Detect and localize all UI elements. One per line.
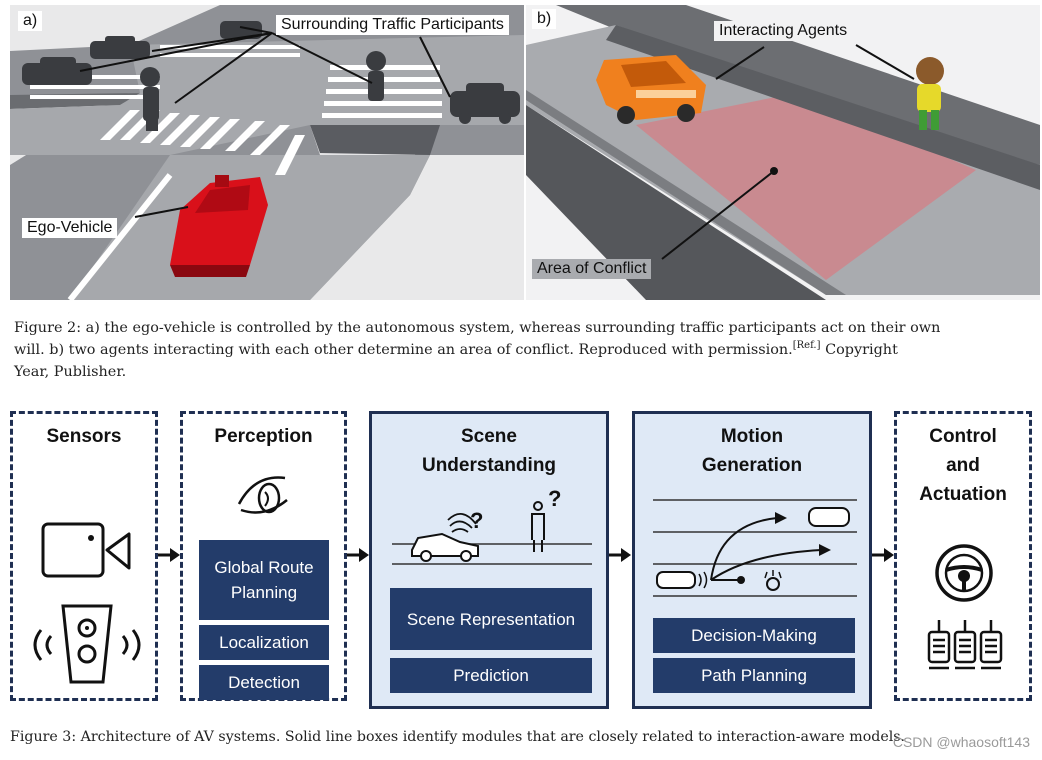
- callout-surrounding-traffic: Surrounding Traffic Participants: [276, 15, 509, 35]
- box-title: and: [946, 455, 980, 476]
- callout-lines: [661, 44, 915, 260]
- question-mark: ?: [470, 508, 484, 533]
- pedestrian-agent: [916, 57, 944, 130]
- path-planning-module: Path Planning: [653, 658, 855, 693]
- flow-arrow: [872, 548, 894, 562]
- decision-making-module: Decision-Making: [653, 618, 855, 653]
- box-title: Perception: [214, 426, 313, 447]
- box-title: Sensors: [46, 426, 122, 447]
- conflict-scene: [526, 5, 1040, 300]
- question-mark: ?: [548, 486, 562, 511]
- intersection-scene: [10, 5, 524, 300]
- localization-module: Localization: [199, 625, 329, 660]
- pedals-icon: [927, 620, 1003, 670]
- box-title: Motion: [720, 426, 784, 447]
- callout-ego-vehicle: Ego-Vehicle: [22, 218, 118, 238]
- ego-vehicle: [170, 175, 268, 277]
- sensors-box: Sensors: [10, 411, 158, 701]
- box-title: Actuation: [919, 484, 1007, 505]
- radar-icon: [33, 604, 141, 684]
- callout-lines: [79, 26, 451, 218]
- steering-wheel-icon: [935, 544, 993, 602]
- control-actuation-box: Control and Actuation: [894, 411, 1032, 701]
- flow-arrow: [158, 548, 180, 562]
- figure3-caption: Figure 3: Architecture of AV systems. So…: [10, 729, 906, 745]
- pedestrians: [140, 51, 386, 131]
- motion-illustration: [653, 499, 857, 597]
- flow-arrow: [347, 548, 369, 562]
- camera-icon: [41, 522, 131, 578]
- prediction-module: Prediction: [390, 658, 592, 693]
- box-title: Generation: [701, 455, 803, 476]
- caption-line: will. b) two agents interacting with eac…: [14, 339, 1036, 361]
- figure2-caption: Figure 2: a) the ego-vehicle is controll…: [14, 317, 1036, 383]
- box-title: Scene: [461, 426, 517, 447]
- caption-line: Figure 2: a) the ego-vehicle is controll…: [14, 320, 941, 336]
- callout-area-of-conflict: Area of Conflict: [532, 259, 652, 279]
- scene-illustration: [392, 501, 592, 565]
- box-title: Control: [929, 426, 997, 447]
- figure2-panel-b: b) Interacting Agents Area of Conflict: [526, 5, 1040, 300]
- caption-text: Copyright: [820, 342, 898, 358]
- orange-car: [596, 55, 706, 124]
- panel-label: b): [532, 9, 557, 29]
- caption-text: will. b) two agents interacting with eac…: [14, 342, 793, 358]
- surrounding-cars: [22, 21, 520, 124]
- scene-understanding-box: Scene Understanding ? ? Scene Representa…: [369, 411, 609, 709]
- area-of-conflict: [636, 93, 976, 280]
- eye-icon: [237, 476, 288, 514]
- global-route-planning-module: Global Route Planning: [199, 540, 329, 620]
- motion-generation-box: Motion Generation Decision-Making Path P…: [632, 411, 872, 709]
- watermark: CSDN @whaosoft143: [892, 734, 1030, 750]
- detection-module: Detection: [199, 665, 329, 700]
- callout-interacting-agents: Interacting Agents: [714, 21, 853, 41]
- box-title: Understanding: [421, 455, 557, 476]
- perception-box: Perception Global Route Planning Localiz…: [180, 411, 347, 701]
- figure2-panel-a: a) Surrounding Traffic Participants Ego-…: [10, 5, 524, 300]
- panel-label: a): [18, 11, 43, 31]
- reference-marker: [Ref.]: [792, 340, 821, 352]
- flow-arrow: [609, 548, 631, 562]
- caption-line: Year, Publisher.: [14, 364, 127, 380]
- scene-representation-module: Scene Representation: [390, 588, 592, 650]
